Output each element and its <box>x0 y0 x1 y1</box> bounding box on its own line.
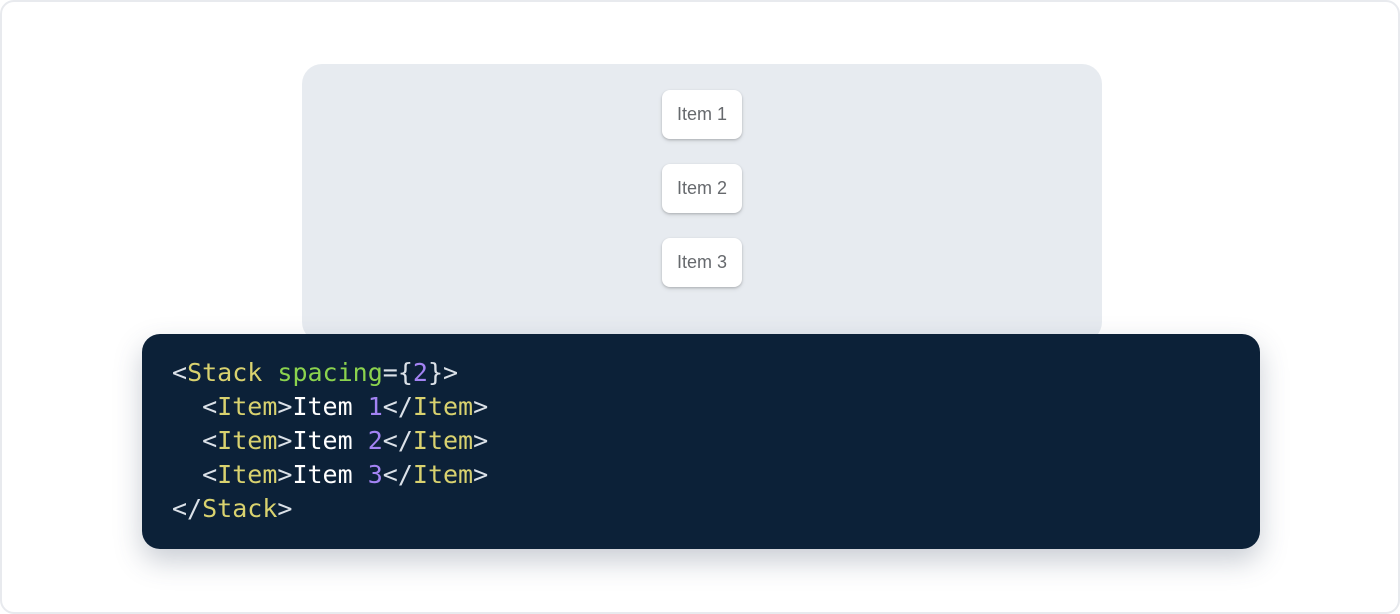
code-line: <Item>Item 3</Item> <box>202 460 489 489</box>
stack-item-card: Item 1 <box>662 90 742 139</box>
stack-demo: Item 1 Item 2 Item 3 <box>302 64 1102 287</box>
code-block: <Stack spacing={2}> <Item>Item 1</Item> … <box>142 334 1260 549</box>
stack-item-card: Item 3 <box>662 238 742 287</box>
code-line: <Item>Item 1</Item> <box>202 392 489 421</box>
code-line: </Stack> <box>172 494 293 523</box>
code-line: <Item>Item 2</Item> <box>202 426 489 455</box>
demo-preview-panel: Item 1 Item 2 Item 3 <box>302 64 1102 342</box>
stack-item-label: Item 2 <box>676 178 728 198</box>
stack-item-card: Item 2 <box>662 164 742 213</box>
code-content: <Stack spacing={2}> <Item>Item 1</Item> … <box>172 356 1230 526</box>
stack-item-label: Item 3 <box>676 252 728 272</box>
code-line: <Stack spacing={2}> <box>172 358 459 387</box>
stack-item-label: Item 1 <box>676 104 728 124</box>
